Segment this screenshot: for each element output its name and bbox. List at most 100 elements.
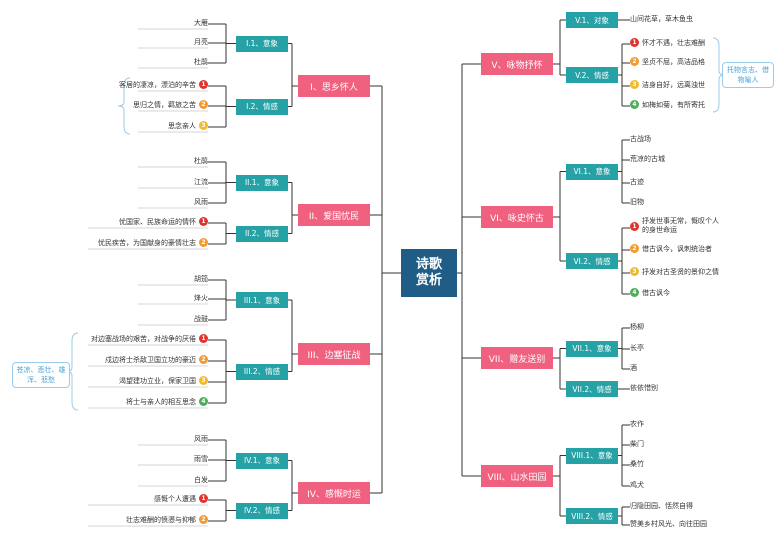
leaf-label: 感慨个人遭遇 bbox=[154, 494, 196, 503]
leaf-label: 旧物 bbox=[630, 197, 644, 206]
sub-node[interactable]: III.2、情感 bbox=[236, 363, 288, 380]
sub-label: II.1、意象 bbox=[244, 178, 280, 187]
category-node-left-4[interactable]: IV、感慨时运 bbox=[298, 482, 370, 504]
category-node-right-3[interactable]: VII、赠友送别 bbox=[481, 347, 553, 369]
sub-label: VI.2、情感 bbox=[573, 256, 611, 266]
sub-node[interactable]: IV.2、情感 bbox=[236, 502, 288, 519]
sub-node[interactable]: II.2、情感 bbox=[236, 225, 288, 242]
sub-label: IV.1、意象 bbox=[243, 456, 281, 465]
leaf-label: 荒凉的古城 bbox=[630, 154, 665, 163]
sub-node[interactable]: I.2、情感 bbox=[236, 98, 288, 115]
leaf-item: 雨雪 bbox=[88, 452, 208, 465]
sub-node[interactable]: VII.1、意象 bbox=[566, 340, 618, 357]
leaf-label: 依依惜别 bbox=[630, 383, 658, 392]
sub-node[interactable]: IV.1、意象 bbox=[236, 452, 288, 469]
leaf-label: 古迹 bbox=[630, 177, 644, 186]
leaf-item: 月亮 bbox=[88, 35, 208, 48]
number-badge-icon: 1 bbox=[199, 217, 208, 226]
number-badge-icon: 2 bbox=[199, 355, 208, 364]
sub-node[interactable]: III.1、意象 bbox=[236, 292, 288, 308]
category-node-left-1[interactable]: I、思乡怀人 bbox=[298, 75, 370, 97]
summary-note: 苍凉、悲壮、雄浑、悲愁 bbox=[12, 362, 70, 388]
leaf-label: 对边塞战场的艰苦，对战争的厌倦 bbox=[91, 334, 196, 343]
category-node-left-3[interactable]: III、边塞征战 bbox=[298, 343, 370, 365]
root-line2: 赏析 bbox=[415, 273, 442, 288]
leaf-label: 思念亲人 bbox=[168, 121, 196, 130]
leaf-item: 杜鹃 bbox=[88, 154, 208, 167]
leaf-item: 荒凉的古城 bbox=[630, 152, 760, 165]
root-node[interactable]: 诗歌 赏析 bbox=[401, 249, 457, 297]
category-node-right-4[interactable]: VIII、山水田园 bbox=[481, 465, 553, 487]
leaf-label: 洁身自好，远离浊世 bbox=[642, 80, 705, 89]
leaf-label: 烽火 bbox=[194, 293, 208, 302]
category-label: II、爱国忧民 bbox=[308, 211, 360, 222]
category-node-left-2[interactable]: II、爱国忧民 bbox=[298, 204, 370, 226]
leaf-item: 桑竹 bbox=[630, 457, 760, 470]
leaf-item: 长亭 bbox=[630, 341, 760, 354]
leaf-label: 怀才不遇，壮志难酬 bbox=[642, 38, 705, 47]
category-node-right-2[interactable]: VI、咏史怀古 bbox=[481, 206, 553, 228]
leaf-label: 山间花草，草木鱼虫 bbox=[630, 14, 693, 23]
leaf-label: 雨雪 bbox=[194, 454, 208, 463]
leaf-item: 鸡犬 bbox=[630, 478, 760, 491]
number-badge-icon: 4 bbox=[630, 100, 639, 109]
number-badge-icon: 3 bbox=[199, 121, 208, 130]
leaf-label: 坚贞不屈，高洁品格 bbox=[642, 57, 705, 66]
number-badge-icon: 1 bbox=[199, 494, 208, 503]
sub-label: VII.1、意象 bbox=[572, 344, 612, 353]
sub-node[interactable]: VI.1、意象 bbox=[566, 163, 618, 180]
leaf-item: 风雨 bbox=[88, 432, 208, 445]
leaf-label: 抒发世事无常，慨叹个人的身世命运 bbox=[642, 217, 719, 234]
leaf-label: 杜鹃 bbox=[194, 57, 208, 66]
leaf-item: 杜鹃 bbox=[88, 55, 208, 68]
sub-node[interactable]: VI.2、情感 bbox=[566, 253, 618, 269]
sub-label: II.2、情感 bbox=[244, 229, 280, 238]
leaf-item: 赞美乡村风光、向往田园 bbox=[630, 517, 760, 530]
sub-label: III.2、情感 bbox=[243, 367, 281, 376]
leaf-label: 江流 bbox=[194, 177, 208, 186]
sub-node[interactable]: VIII.1、意象 bbox=[566, 447, 618, 464]
leaf-label: 杜鹃 bbox=[194, 156, 208, 165]
leaf-label: 抒发对古圣贤的景仰之情 bbox=[642, 267, 719, 276]
sub-node[interactable]: VII.2、情感 bbox=[566, 381, 618, 397]
leaf-item: 酒 bbox=[630, 361, 760, 374]
leaf-label: 忧民疾苦，为国献身的豪情壮志 bbox=[98, 238, 196, 247]
number-badge-icon: 2 bbox=[199, 515, 208, 524]
leaf-label: 古战场 bbox=[630, 134, 651, 143]
leaf-label: 思归之情，羁旅之苦 bbox=[133, 100, 196, 109]
sub-node[interactable]: II.1、意象 bbox=[236, 174, 288, 191]
number-badge-icon: 3 bbox=[199, 376, 208, 385]
leaf-item: 山间花草，草木鱼虫 bbox=[630, 12, 760, 25]
leaf-item: 胡笳 bbox=[88, 272, 208, 285]
summary-note: 托物言志、借物喻人 bbox=[722, 62, 774, 88]
leaf-item: 柴门 bbox=[630, 437, 760, 450]
number-badge-icon: 2 bbox=[630, 244, 639, 253]
leaf-label: 胡笳 bbox=[194, 274, 208, 283]
sub-node[interactable]: VIII.2、情感 bbox=[566, 508, 618, 524]
category-label: VIII、山水田园 bbox=[487, 472, 547, 483]
leaf-item: 风雨 bbox=[88, 195, 208, 208]
leaf-label: 如梅如菊，有所寄托 bbox=[642, 100, 705, 109]
leaf-item: 大雁 bbox=[88, 16, 208, 29]
sub-node[interactable]: V.1、对象 bbox=[566, 12, 618, 28]
sub-node[interactable]: I.1、意象 bbox=[236, 35, 288, 52]
leaf-item: 依依惜别 bbox=[630, 381, 760, 394]
category-node-right-1[interactable]: V、咏物抒怀 bbox=[481, 53, 553, 75]
leaf-item: 古战场 bbox=[630, 132, 760, 145]
number-badge-icon: 1 bbox=[630, 221, 639, 231]
sub-node[interactable]: V.2、情感 bbox=[566, 67, 618, 83]
note-brace bbox=[117, 77, 131, 135]
leaf-item: 旧物 bbox=[630, 195, 760, 208]
number-badge-icon: 3 bbox=[630, 267, 639, 276]
